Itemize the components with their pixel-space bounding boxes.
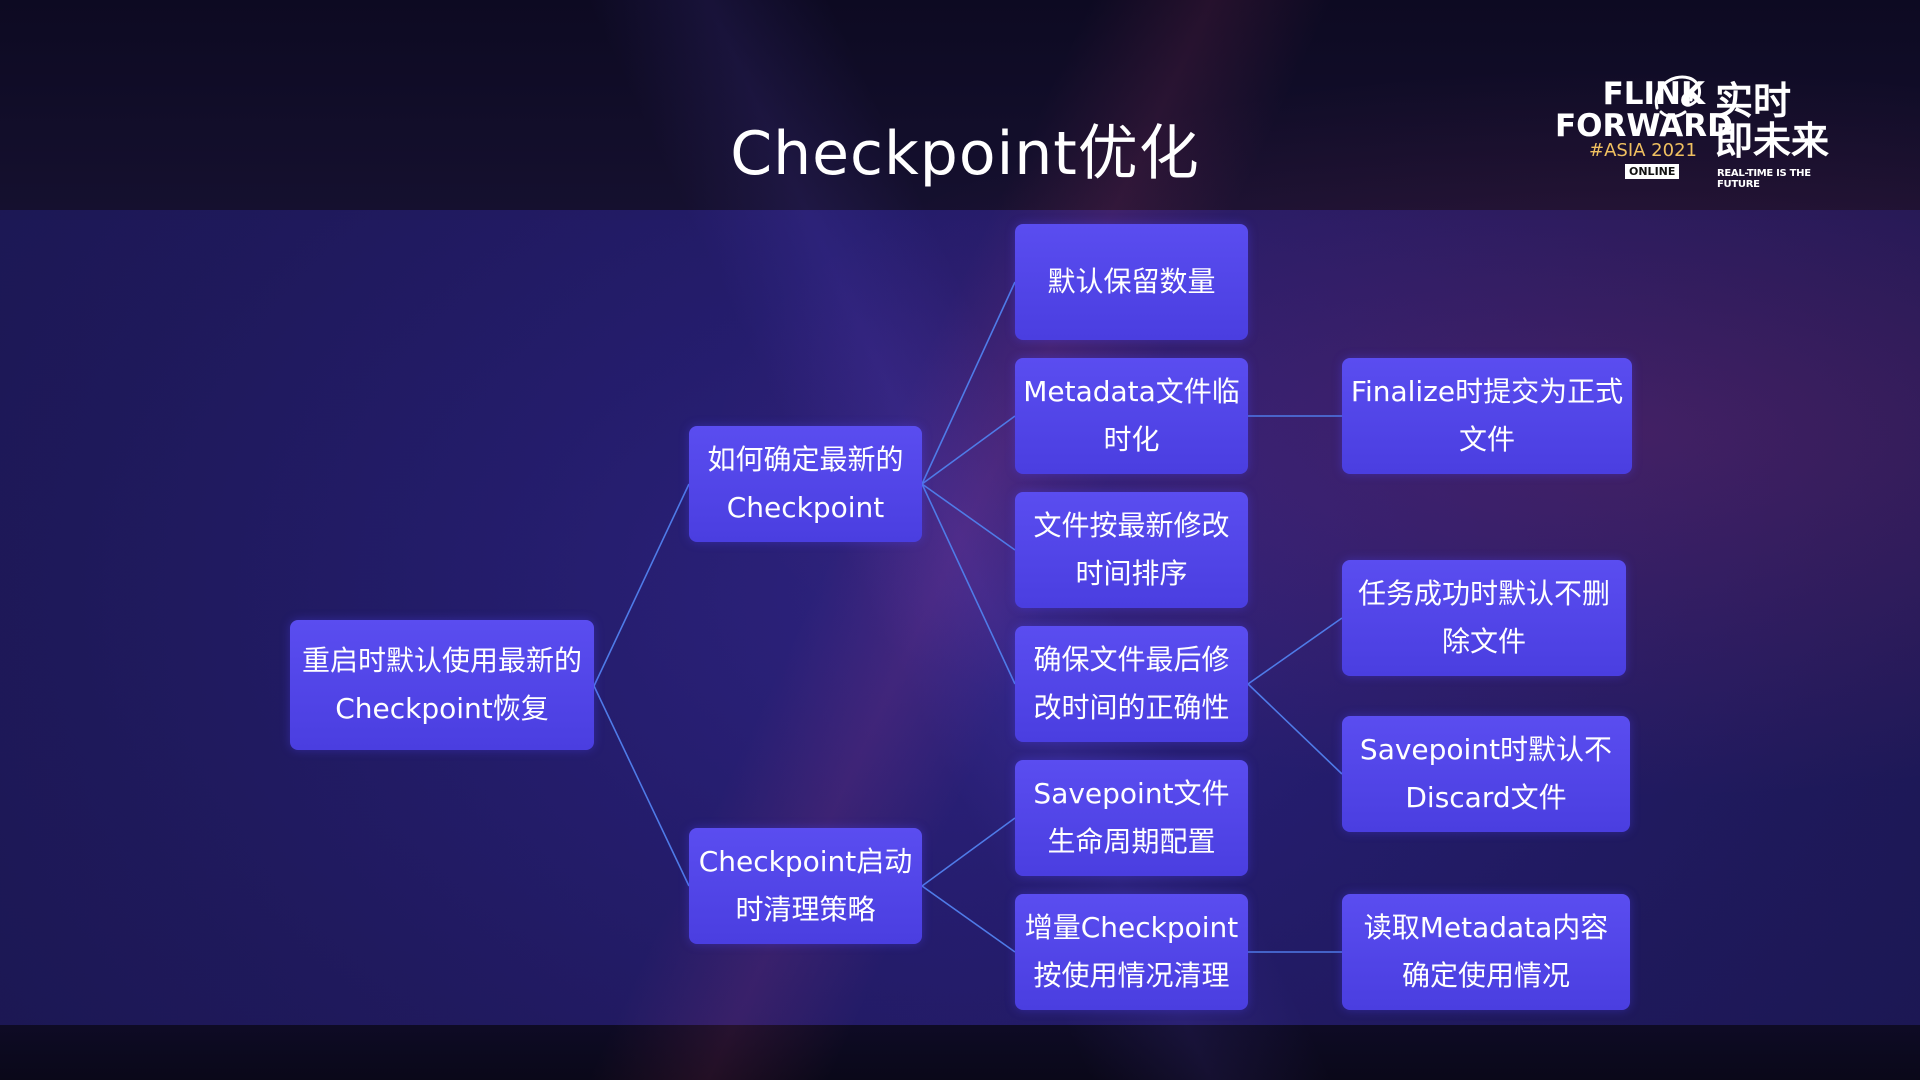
logo-edition: #ASIA 2021 — [1589, 140, 1697, 161]
node-finalize-commit-label: Finalize时提交为正式文件 — [1350, 375, 1624, 456]
node-sort-by-mtime: 文件按最新修改时间排序 — [1015, 492, 1248, 608]
connector-mtime-discard — [1247, 683, 1343, 775]
node-restart-latest-checkpoint: 重启时默认使用最新的Checkpoint恢复 — [290, 620, 594, 750]
connector-how-retain — [921, 281, 1016, 485]
node-savepoint-lifecycle: Savepoint文件生命周期配置 — [1015, 760, 1248, 876]
connector-cleanup-incremental — [921, 885, 1016, 953]
node-read-metadata-label: 读取Metadata内容确定使用情况 — [1363, 911, 1609, 992]
node-task-success-label: 任务成功时默认不删除文件 — [1357, 577, 1610, 658]
node-cleanup-policy: Checkpoint启动时清理策略 — [689, 828, 922, 944]
node-default-retain-count: 默认保留数量 — [1015, 224, 1248, 340]
connector-root-cleanup — [593, 685, 690, 887]
node-ensure-mtime-label: 确保文件最后修改时间的正确性 — [1033, 643, 1230, 724]
node-incremental-cleanup: 增量Checkpoint按使用情况清理 — [1015, 894, 1248, 1010]
node-cleanup-policy-label: Checkpoint启动时清理策略 — [698, 845, 913, 926]
node-default-retain-label: 默认保留数量 — [1047, 265, 1216, 298]
node-savepoint-lifecycle-label: Savepoint文件生命周期配置 — [1033, 777, 1230, 858]
node-metadata-temp-label: Metadata文件临时化 — [1023, 375, 1240, 456]
squirrel-icon — [1654, 75, 1701, 118]
node-savepoint-no-discard: Savepoint时默认不Discard文件 — [1342, 716, 1630, 832]
logo-badge: ONLINE — [1625, 164, 1680, 179]
slide-title: Checkpoint优化 — [730, 119, 1200, 189]
node-finalize-commit: Finalize时提交为正式文件 — [1342, 358, 1632, 474]
node-ensure-mtime-correct: 确保文件最后修改时间的正确性 — [1015, 626, 1248, 742]
logo-line2: FORWARD — [1555, 108, 1733, 144]
logo-tagline: REAL-TIME IS THE FUTURE — [1717, 168, 1811, 190]
node-task-success-keep: 任务成功时默认不删除文件 — [1342, 560, 1626, 676]
flink-forward-logo: FLINK FORWARD #ASIA 2021 ONLINE 实时 即未来 R… — [1515, 75, 1845, 190]
node-incremental-cleanup-label: 增量Checkpoint按使用情况清理 — [1024, 911, 1239, 992]
node-read-metadata: 读取Metadata内容确定使用情况 — [1342, 894, 1630, 1010]
node-root-label: 重启时默认使用最新的Checkpoint恢复 — [301, 644, 582, 725]
connector-how-mtime — [921, 483, 1016, 685]
node-sort-by-mtime-label: 文件按最新修改时间排序 — [1033, 509, 1230, 590]
footer-band — [0, 1025, 1920, 1080]
connector-mtime-task — [1247, 617, 1343, 685]
connector-cleanup-savepoint — [921, 817, 1016, 887]
header-band — [0, 0, 1920, 210]
node-metadata-temp: Metadata文件临时化 — [1015, 358, 1248, 474]
connector-root-how — [593, 483, 690, 687]
logo-cn-line2: 即未来 — [1715, 119, 1830, 163]
logo-cn-line1: 实时 — [1715, 79, 1792, 123]
connector-how-sort — [921, 483, 1016, 551]
node-how-latest-label: 如何确定最新的Checkpoint — [707, 443, 904, 524]
node-how-determine-latest: 如何确定最新的Checkpoint — [689, 426, 922, 542]
node-savepoint-discard-label: Savepoint时默认不Discard文件 — [1359, 733, 1613, 814]
connector-how-metadata — [921, 415, 1016, 485]
